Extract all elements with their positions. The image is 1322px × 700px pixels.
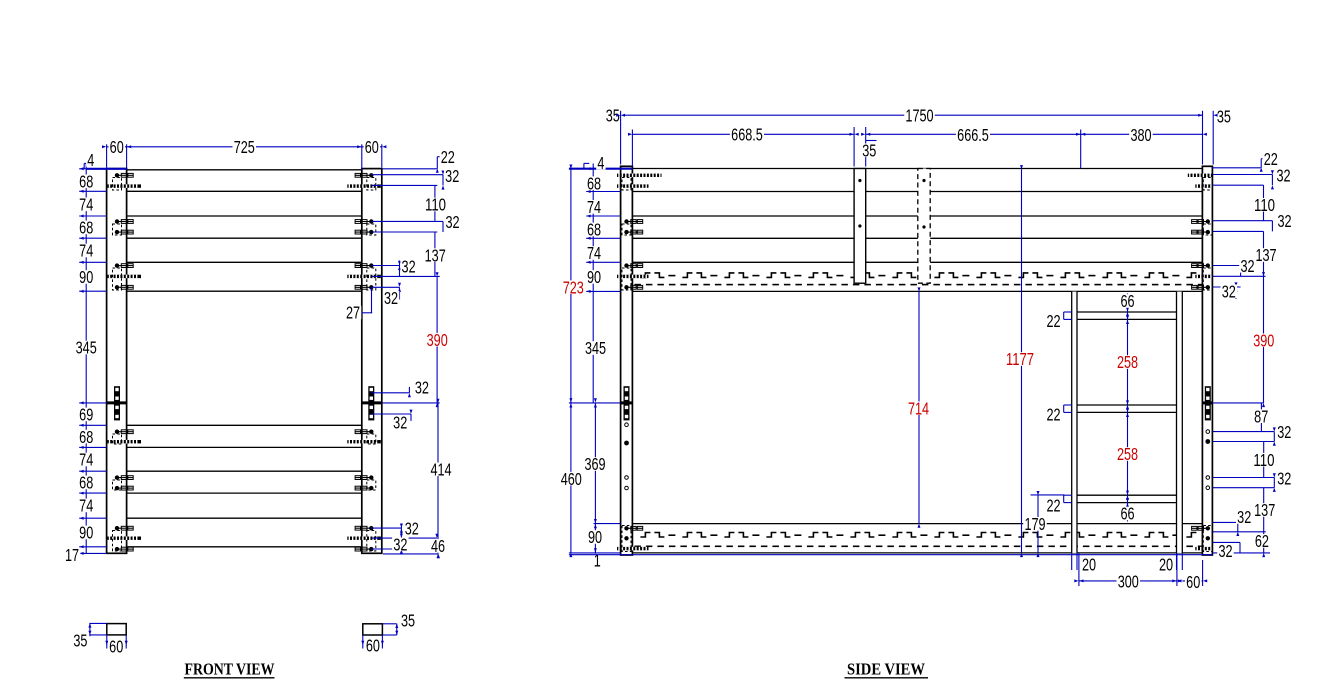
svg-text:17: 17: [65, 545, 79, 565]
svg-text:460: 460: [561, 469, 582, 489]
svg-text:74: 74: [79, 195, 93, 215]
svg-text:1177: 1177: [1006, 349, 1034, 369]
svg-text:369: 369: [584, 454, 605, 474]
svg-text:390: 390: [427, 330, 448, 350]
svg-text:32: 32: [405, 519, 419, 539]
svg-text:60: 60: [366, 636, 380, 656]
svg-text:35: 35: [862, 141, 876, 161]
svg-text:60: 60: [110, 137, 124, 157]
svg-text:74: 74: [587, 243, 601, 263]
svg-text:32: 32: [445, 166, 459, 186]
svg-text:390: 390: [1253, 331, 1274, 351]
svg-text:60: 60: [365, 137, 379, 157]
svg-text:345: 345: [585, 338, 606, 358]
svg-text:32: 32: [1276, 165, 1290, 185]
svg-text:68: 68: [587, 173, 601, 193]
svg-text:22: 22: [1046, 405, 1060, 425]
svg-text:137: 137: [1255, 245, 1276, 265]
svg-text:68: 68: [79, 473, 93, 493]
svg-text:32: 32: [1240, 256, 1254, 276]
svg-text:46: 46: [431, 536, 445, 556]
svg-text:35: 35: [401, 610, 415, 630]
svg-text:32: 32: [1222, 282, 1236, 302]
svg-text:32: 32: [1218, 541, 1232, 561]
svg-text:90: 90: [588, 527, 602, 547]
svg-text:68: 68: [79, 427, 93, 447]
svg-text:20: 20: [1082, 555, 1096, 575]
svg-text:27: 27: [346, 303, 360, 323]
svg-text:4: 4: [87, 150, 94, 170]
svg-text:74: 74: [79, 450, 93, 470]
svg-text:32: 32: [393, 535, 407, 555]
svg-text:60: 60: [109, 636, 123, 656]
svg-text:725: 725: [234, 137, 255, 157]
svg-text:35: 35: [1217, 106, 1231, 126]
svg-text:345: 345: [76, 338, 97, 358]
svg-text:300: 300: [1118, 571, 1139, 591]
svg-text:90: 90: [79, 267, 93, 287]
svg-text:110: 110: [425, 195, 446, 215]
svg-text:414: 414: [430, 460, 451, 480]
svg-text:22: 22: [1046, 311, 1060, 331]
svg-text:32: 32: [415, 378, 429, 398]
svg-text:137: 137: [1254, 500, 1275, 520]
svg-text:258: 258: [1117, 444, 1138, 464]
svg-text:74: 74: [587, 197, 601, 217]
svg-text:66: 66: [1120, 504, 1134, 524]
svg-text:666.5: 666.5: [957, 125, 989, 145]
svg-text:22: 22: [1046, 496, 1060, 516]
svg-text:62: 62: [1255, 531, 1269, 551]
svg-text:32: 32: [1277, 422, 1291, 442]
svg-text:22: 22: [1264, 149, 1278, 169]
svg-text:32: 32: [384, 288, 398, 308]
svg-text:20: 20: [1159, 555, 1173, 575]
svg-text:32: 32: [393, 412, 407, 432]
svg-text:723: 723: [563, 277, 584, 297]
svg-text:74: 74: [79, 496, 93, 516]
svg-text:68: 68: [587, 220, 601, 240]
svg-text:179: 179: [1024, 514, 1045, 534]
svg-text:74: 74: [79, 241, 93, 261]
svg-text:137: 137: [425, 245, 446, 265]
svg-text:32: 32: [1237, 507, 1251, 527]
svg-text:32: 32: [402, 257, 416, 277]
svg-text:668.5: 668.5: [731, 125, 763, 145]
svg-text:258: 258: [1117, 352, 1138, 372]
svg-text:1: 1: [594, 551, 601, 571]
svg-text:32: 32: [1277, 211, 1291, 231]
svg-text:90: 90: [587, 267, 601, 287]
svg-text:32: 32: [1277, 468, 1291, 488]
svg-text:90: 90: [79, 523, 93, 543]
svg-text:32: 32: [445, 212, 459, 232]
svg-text:1750: 1750: [905, 105, 933, 125]
svg-text:FRONT VIEW: FRONT VIEW: [185, 660, 275, 679]
svg-text:68: 68: [79, 172, 93, 192]
svg-text:110: 110: [1254, 195, 1275, 215]
svg-text:87: 87: [1254, 406, 1268, 426]
svg-text:22: 22: [441, 147, 455, 167]
svg-text:35: 35: [73, 631, 87, 651]
svg-text:SIDE VIEW: SIDE VIEW: [847, 660, 925, 679]
svg-text:66: 66: [1120, 291, 1134, 311]
svg-text:69: 69: [79, 405, 93, 425]
svg-text:60: 60: [1186, 572, 1200, 592]
svg-text:4: 4: [597, 153, 604, 173]
svg-text:714: 714: [908, 398, 929, 418]
svg-text:35: 35: [606, 105, 620, 125]
svg-text:110: 110: [1253, 450, 1274, 470]
svg-text:68: 68: [79, 218, 93, 238]
svg-text:380: 380: [1130, 125, 1151, 145]
